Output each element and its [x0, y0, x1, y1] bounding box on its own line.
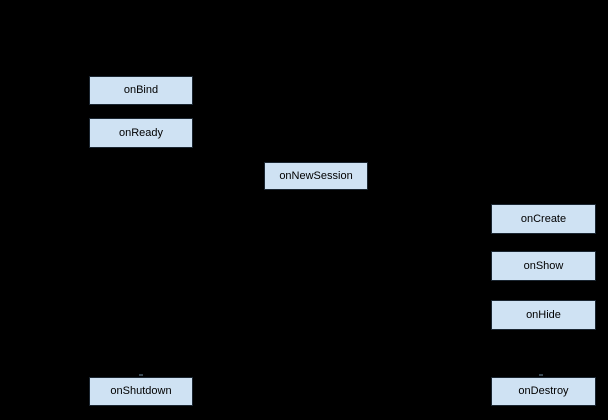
node-oncreate: onCreate [491, 204, 596, 234]
node-onshutdown-label: onShutdown [110, 385, 172, 397]
node-onready-label: onReady [118, 126, 164, 139]
node-onbind: onBind [89, 76, 193, 105]
node-onnewsession: onNewSession [264, 162, 368, 190]
arrowhead-tip-icon [539, 374, 543, 376]
node-onshow-label: onShow [523, 259, 564, 272]
node-ondestroy-label: onDestroy [518, 385, 569, 397]
node-onready: onReady [89, 118, 193, 148]
arrowhead-tip-icon [139, 374, 143, 376]
node-onshow: onShow [491, 251, 596, 281]
node-onhide: onHide [491, 300, 596, 330]
node-onnewsession-label: onNewSession [279, 169, 353, 182]
node-onshutdown: onShutdown [89, 377, 193, 406]
node-oncreate-label: onCreate [520, 212, 567, 225]
node-onbind-label: onBind [123, 84, 159, 96]
node-onhide-label: onHide [526, 308, 561, 321]
node-ondestroy: onDestroy [491, 377, 596, 406]
